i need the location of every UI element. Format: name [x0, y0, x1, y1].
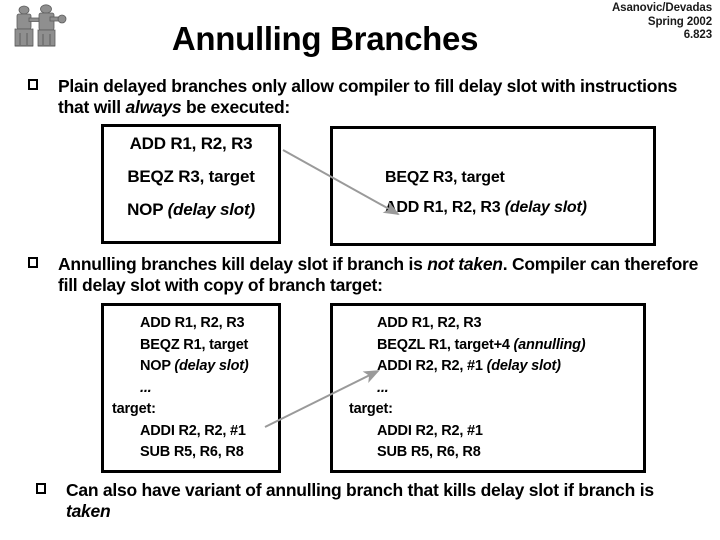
bullet-3-text: Can also have variant of annulling branc…	[66, 480, 654, 521]
credit-line-authors: Asanovic/Devadas	[611, 2, 712, 14]
code-line: NOP (delay slot)	[140, 358, 249, 374]
code-line: ...	[377, 379, 389, 396]
code-line: ADD R1, R2, R3	[377, 315, 482, 331]
credit-line-term: Spring 2002	[647, 15, 712, 28]
credit-line-course: 6.823	[683, 29, 712, 41]
code-line: BEQZL R1, target+4 (annulling)	[377, 336, 586, 353]
bullet-item-2: Annulling branches kill delay slot if br…	[28, 254, 700, 296]
code-line: BEQZ R3, target	[385, 169, 505, 186]
code-line: BEQZ R3, target	[127, 167, 255, 186]
bullet-2-text: Annulling branches kill delay slot if br…	[58, 254, 699, 295]
course-credit: Asanovic/Devadas Spring 2002 6.823	[612, 2, 712, 43]
hollow-square-bullet-icon	[28, 79, 38, 90]
code-line: SUB R5, R6, R8	[140, 444, 244, 460]
code-line: ADD R1, R2, R3	[140, 315, 245, 331]
code-line: ADD R1, R2, R3	[129, 134, 253, 153]
two-figures-logo	[6, 3, 68, 51]
code-line: ADD R1, R2, R3 (delay slot)	[385, 199, 587, 216]
code-listing: ADD R1, R2, R3 BEQZL R1, target+4 (annull…	[333, 306, 643, 464]
code-line: target:	[112, 401, 156, 417]
code-line: ADDI R2, R2, #1	[140, 422, 246, 439]
code-line: SUB R5, R6, R8	[377, 444, 481, 460]
bullet-item-3: Can also have variant of annulling branc…	[36, 480, 700, 522]
hollow-square-bullet-icon	[28, 257, 38, 268]
code-box-annulling-branch-after: ADD R1, R2, R3 BEQZL R1, target+4 (annull…	[330, 303, 646, 473]
page-title: Annulling Branches	[171, 20, 479, 57]
code-line: BEQZ R1, target	[140, 336, 249, 353]
code-line: NOP (delay slot)	[127, 200, 255, 219]
code-line: ADDI R2, R2, #1 (delay slot)	[377, 358, 561, 374]
code-line: ...	[140, 379, 152, 396]
bullet-item-1: Plain delayed branches only allow compil…	[28, 76, 700, 118]
code-line: ADDI R2, R2, #1	[377, 422, 483, 439]
code-line: target:	[349, 401, 393, 417]
hollow-square-bullet-icon	[36, 483, 46, 494]
bullet-1-text: Plain delayed branches only allow compil…	[58, 76, 678, 117]
